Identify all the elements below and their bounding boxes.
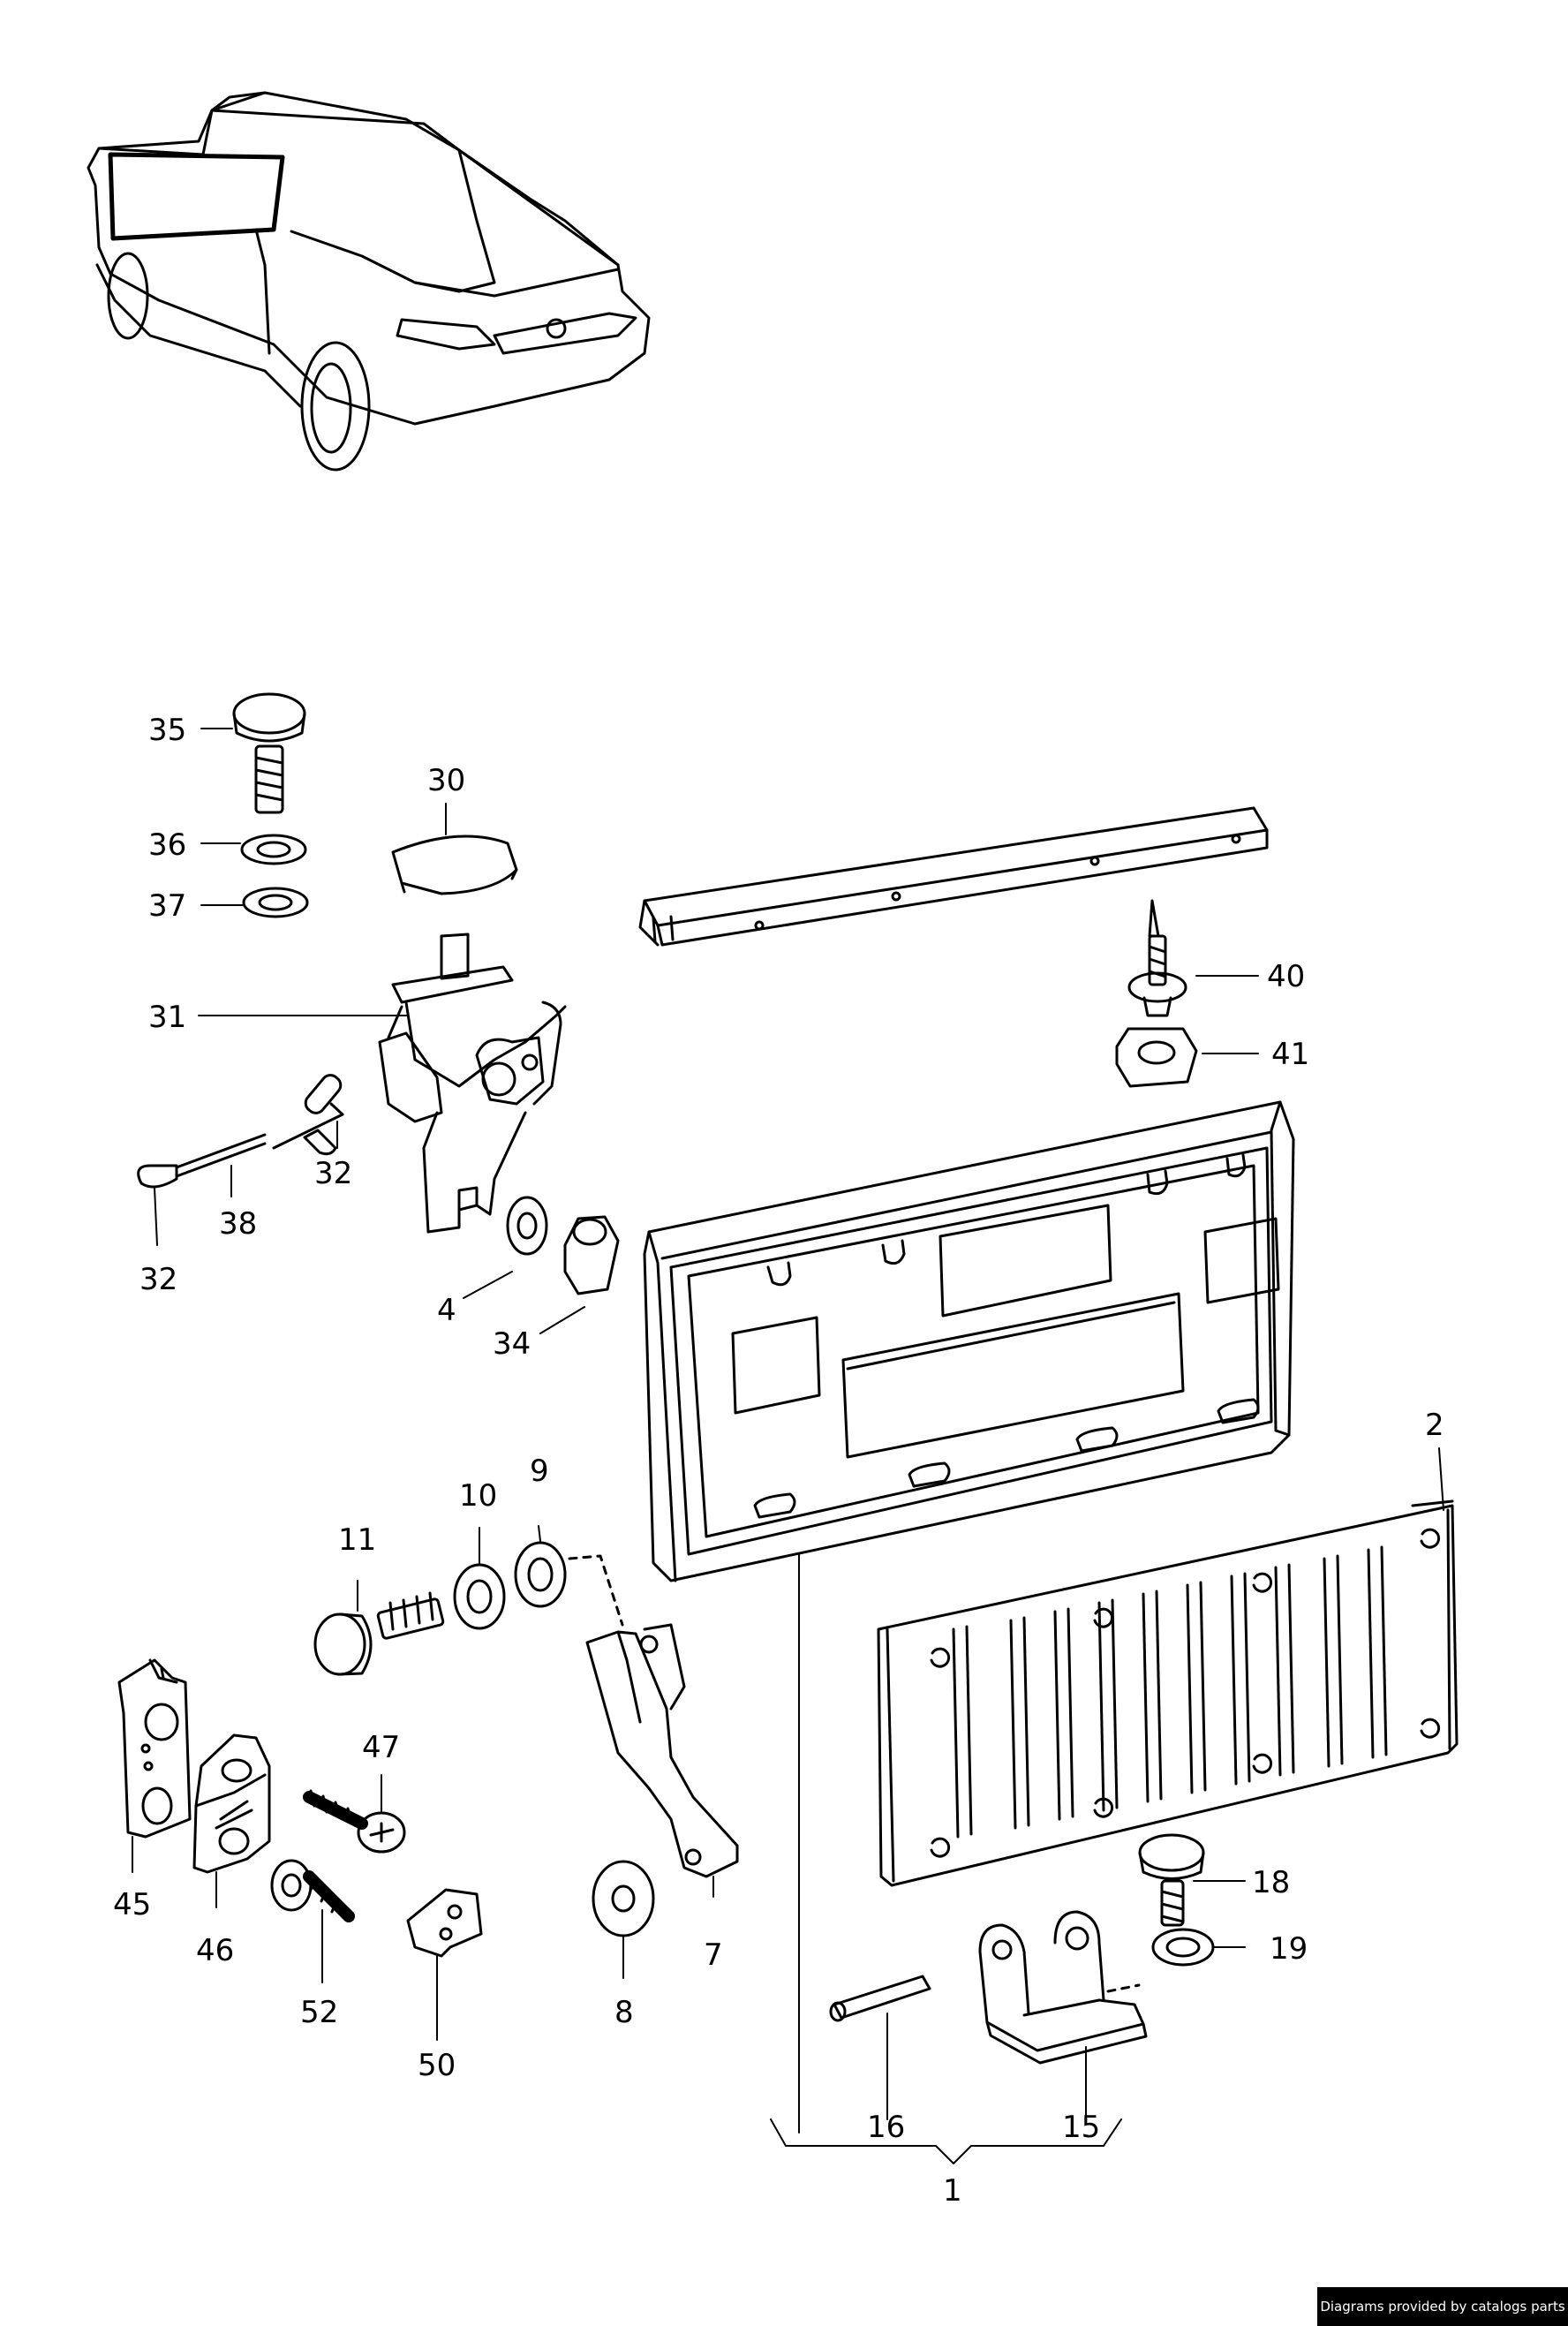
lower-panel: [877, 1499, 1459, 1887]
label-30: 30: [427, 763, 465, 798]
label-35: 35: [148, 713, 186, 748]
label-18: 18: [1252, 1865, 1290, 1900]
leader-lines: [132, 728, 1444, 2164]
label-34: 34: [493, 1326, 531, 1362]
label-7: 7: [704, 1937, 723, 1973]
label-45: 45: [113, 1887, 151, 1922]
latch-assembly: [137, 692, 620, 1295]
label-15: 15: [1062, 2110, 1100, 2145]
screw-and-nut: [1115, 899, 1198, 1088]
label-2: 2: [1425, 1408, 1444, 1443]
label-41: 41: [1271, 1037, 1309, 1072]
part-labels: 35 30 36 37 31 32 38 32 4 34 40 41 2 10 …: [113, 713, 1444, 2209]
label-19: 19: [1270, 1931, 1308, 1967]
label-32-upper: 32: [314, 1156, 352, 1191]
label-1: 1: [943, 2173, 962, 2209]
label-4: 4: [437, 1293, 456, 1328]
label-32-lower: 32: [139, 1262, 177, 1297]
label-47: 47: [362, 1730, 400, 1765]
label-52: 52: [300, 1995, 338, 2030]
label-8: 8: [614, 1995, 634, 2030]
label-9: 9: [530, 1454, 549, 1489]
label-46: 46: [196, 1933, 234, 1968]
label-31: 31: [148, 1000, 186, 1035]
label-10: 10: [459, 1478, 497, 1514]
label-37: 37: [148, 888, 186, 924]
label-50: 50: [418, 2048, 456, 2083]
tailgate-panel: [643, 1100, 1295, 1582]
top-rail: [638, 806, 1269, 947]
label-36: 36: [148, 827, 186, 863]
lower-hardware: [117, 1541, 739, 1958]
label-38: 38: [219, 1206, 257, 1242]
label-16: 16: [867, 2110, 905, 2145]
vehicle-illustration: [87, 91, 651, 472]
credit-badge: Diagrams provided by catalogs parts: [1317, 2287, 1568, 2326]
label-11: 11: [338, 1522, 376, 1558]
label-40: 40: [1267, 959, 1305, 994]
